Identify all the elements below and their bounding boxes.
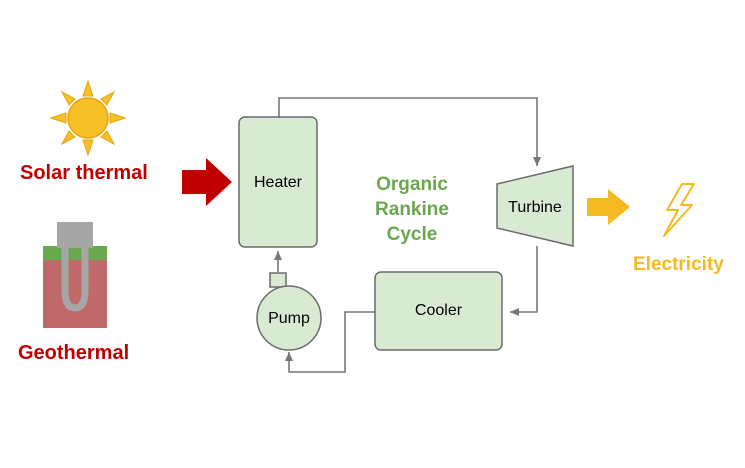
pump-circle (256, 285, 322, 351)
cycle-title-line-1: Organic (376, 174, 448, 195)
lightning-icon (663, 183, 695, 237)
heater-box (238, 116, 318, 248)
geothermal-well-icon (43, 222, 107, 328)
pump-label: Pump (268, 310, 310, 327)
cycle-title-line-3: Cycle (386, 224, 438, 245)
heat-input-arrow (182, 158, 232, 206)
power-output-arrow (587, 189, 630, 225)
heater-label: Heater (253, 174, 303, 191)
pipe-heater-to-turbine (278, 97, 541, 166)
pipe-turbine-to-cooler (510, 246, 538, 316)
cooler-label: Cooler (414, 302, 463, 319)
geothermal-label: Geothermal (18, 342, 130, 364)
turbine-shape (496, 165, 574, 247)
electricity-label: Electricity (633, 254, 724, 275)
pipe-cooler-to-pump (285, 311, 376, 373)
solar-thermal-label: Solar thermal (20, 162, 148, 184)
cycle-title-line-2: Rankine (375, 199, 449, 220)
cycle-title: Organic Rankine Cycle (352, 172, 472, 247)
cooler-box (374, 271, 503, 351)
turbine-label: Turbine (508, 199, 562, 216)
pump-outlet (269, 272, 287, 288)
sun-icon (49, 79, 127, 157)
